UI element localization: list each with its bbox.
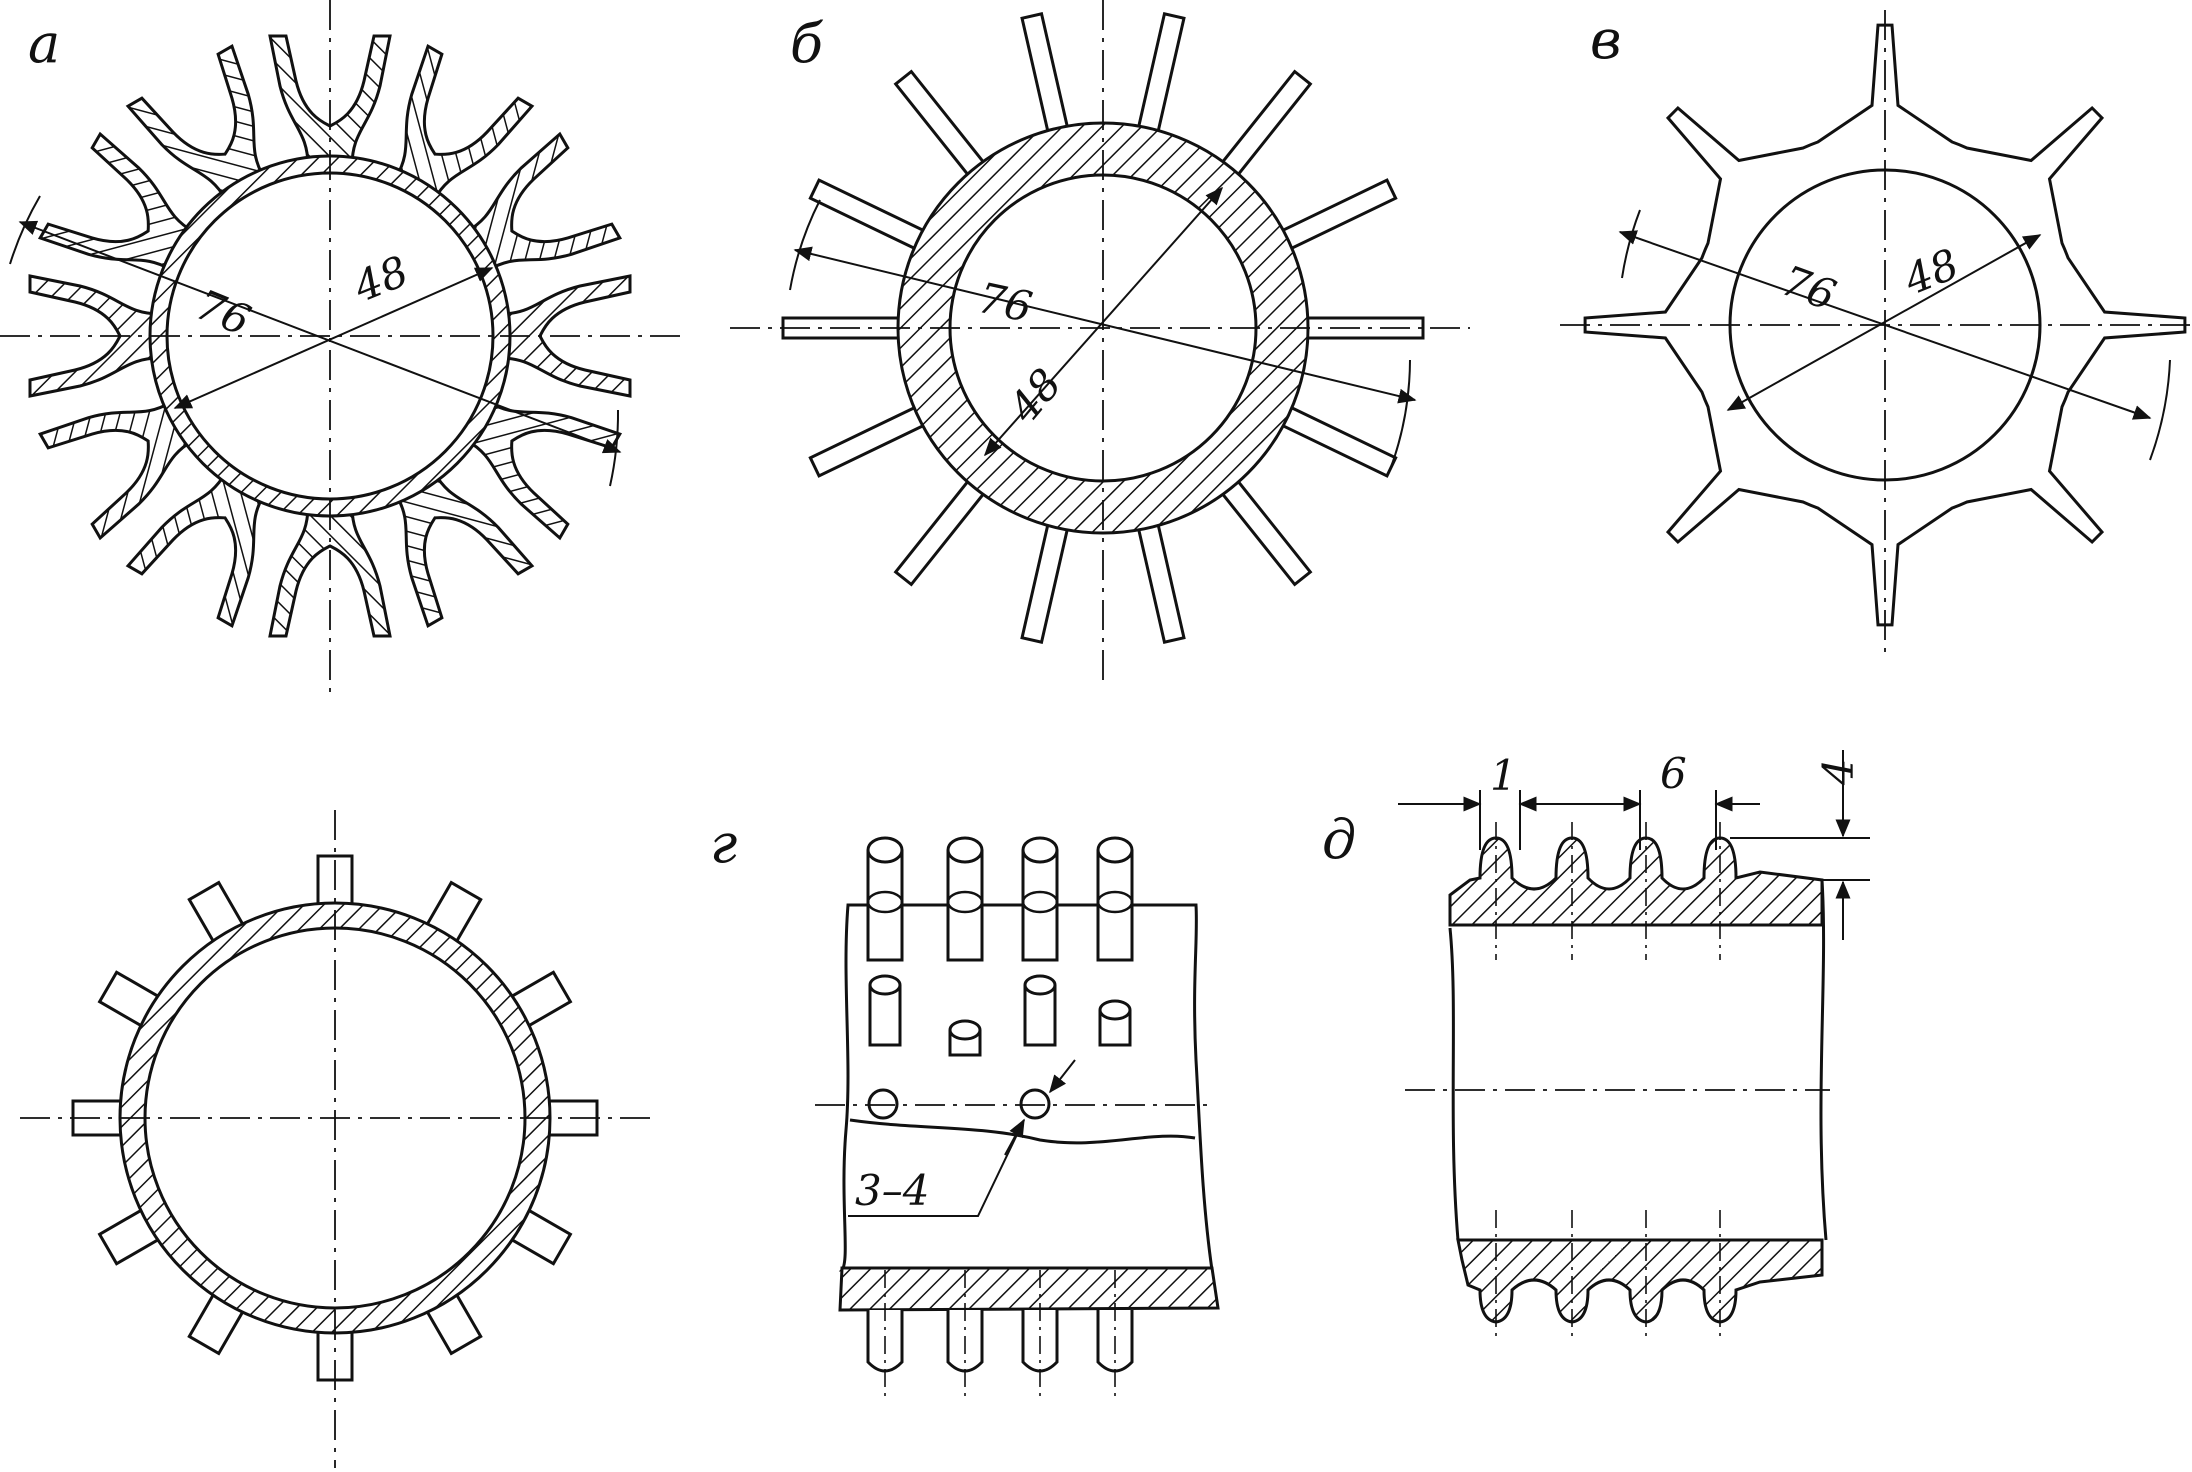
panel-v-dim-arc-left [1621, 209, 1641, 279]
panel-b-dim-arc-right [1389, 359, 1411, 471]
panel-b-dim-outer: 76 [974, 273, 1036, 332]
panel-g-studs [866, 836, 1134, 1400]
panel-g-stud-top-ring [1021, 890, 1059, 914]
panel-g-dim-arrow [1049, 1059, 1076, 1094]
panel-v-dim-line-inner [1726, 234, 2042, 411]
panel-d-tooth-axes [1495, 822, 1721, 1340]
panel-a-fin [125, 470, 267, 629]
panel-a-fin [268, 504, 392, 638]
panel-g-stud-mid-cap [1098, 999, 1132, 1021]
panel-a-fin-profile [393, 470, 535, 629]
panel-g-stud-top-cap [1021, 836, 1059, 864]
panel-g-dim-leader [848, 1119, 1025, 1217]
panel-d-dim-width: 1 [1490, 751, 1517, 800]
panel-d-bottom-wall [1456, 1238, 1824, 1324]
panel-d-tube-left-edge [1448, 927, 1460, 1241]
panel-a-fin-profile [393, 43, 535, 202]
panel-d-top-wall [1448, 836, 1824, 927]
panel-g-stud-top [866, 850, 904, 962]
panel-d-dim-height: 4 [1814, 758, 1863, 786]
panel-a-dim-line-inner [173, 267, 494, 409]
panel-g-stud-top [1021, 850, 1059, 962]
panel-a-fin-profile [125, 43, 267, 202]
panel-g-dim-diameter: 3–4 [855, 1166, 929, 1215]
panel-g-label: г [710, 812, 737, 875]
panel-b-label: б [790, 12, 824, 75]
panel-g-stud-top-cap [866, 836, 904, 864]
panel-g-stud-mid [1023, 985, 1057, 1047]
panel-g-stud-section-left [867, 1088, 899, 1120]
panel-g-stud-top-ring [946, 890, 984, 914]
panel-g-stud-top-cap [946, 836, 984, 864]
panel-a-fin [125, 43, 267, 202]
panel-d: д 1 6 4 [1322, 749, 1870, 1340]
panel-d-dim-pitch: 6 [1660, 749, 1687, 798]
panel-g-stud-mid-cap [948, 1019, 982, 1041]
panel-a-fin [393, 43, 535, 202]
panel-g-hatched-wall [838, 1266, 1220, 1312]
panel-g-break-line [849, 1118, 1196, 1145]
panel-b-dim-line-inner [984, 186, 1223, 457]
panel-b: б 76 48 [730, 0, 1470, 680]
panel-a-label: а [28, 12, 60, 75]
panel-g-stud-mid-cap [868, 974, 902, 996]
panel-d-tube-right-edge [1819, 879, 1828, 1241]
panel-v-dim-arc-right [2149, 359, 2171, 461]
panel-g-stud-mid-cap [1023, 974, 1057, 996]
panel-g-stud-top-cap [1096, 836, 1134, 864]
panel-a-dim-arc-left [9, 195, 41, 265]
panel-g: г 3–4 [710, 812, 1220, 1400]
panel-g-stud-top-ring [866, 890, 904, 914]
panel-a-fin-profile [125, 470, 267, 629]
panel-v: в 76 48 [1560, 8, 2190, 660]
panel-g-stud-mid [868, 985, 902, 1047]
panel-v-label: в [1590, 8, 1621, 71]
panel-g-stud-top [946, 850, 984, 962]
panel-a-dim-arc-right [609, 409, 620, 487]
panel-g-stud-top-ring [1096, 890, 1134, 914]
panel-d-label: д [1322, 808, 1356, 871]
panel-a: а 76 48 [0, 0, 680, 700]
panel-a-fin-profile [268, 504, 392, 638]
panel-g-stud-section-right [1019, 1088, 1051, 1120]
panel-b-dim-arc-left [789, 199, 821, 291]
panel-studded-section [20, 810, 650, 1468]
panel-a-fin [393, 470, 535, 629]
panel-g-stud-top [1096, 850, 1134, 962]
